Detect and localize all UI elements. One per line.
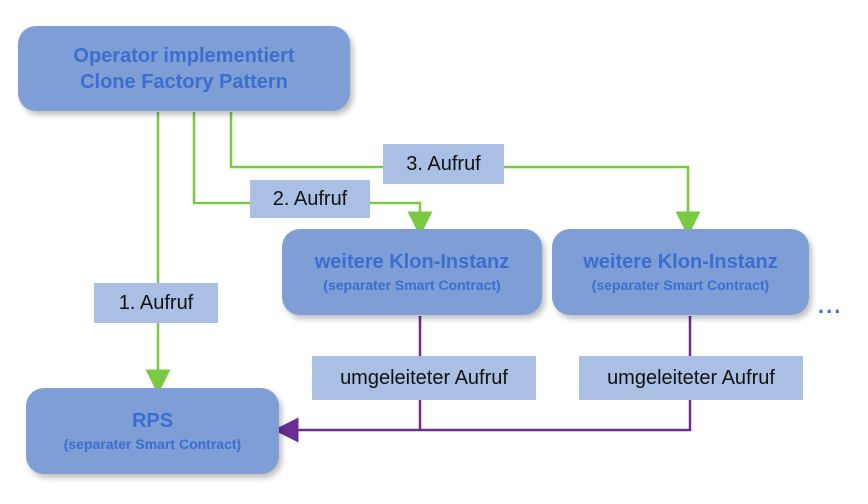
- rps-title: RPS: [131, 410, 174, 432]
- clone-node-b: weitere Klon-Instanz (separater Smart Co…: [552, 229, 809, 315]
- redirect-label-a: umgeleiteter Aufruf: [312, 356, 536, 400]
- operator-line2: Clone Factory Pattern: [80, 70, 288, 93]
- clone-node-a: weitere Klon-Instanz (separater Smart Co…: [282, 229, 542, 315]
- operator-node: Operator implementiert Clone Factory Pat…: [18, 26, 350, 111]
- redirect-label-b: umgeleiteter Aufruf: [579, 356, 803, 400]
- arrow-redirect-b: [273, 316, 692, 443]
- clone-a-subtitle: (separater Smart Contract): [323, 277, 501, 293]
- call1-label: 1. Aufruf: [94, 283, 218, 323]
- call3-label: 3. Aufruf: [383, 144, 504, 184]
- call2-label: 2. Aufruf: [250, 180, 370, 218]
- operator-line1: Operator implementiert: [73, 44, 295, 67]
- clone-a-title: weitere Klon-Instanz: [314, 251, 510, 273]
- rps-subtitle: (separater Smart Contract): [63, 436, 242, 452]
- rps-node: RPS (separater Smart Contract): [26, 388, 279, 474]
- clone-b-title: weitere Klon-Instanz: [583, 251, 778, 273]
- more-instances-ellipsis: ...: [818, 293, 843, 318]
- clone-b-subtitle: (separater Smart Contract): [591, 277, 770, 293]
